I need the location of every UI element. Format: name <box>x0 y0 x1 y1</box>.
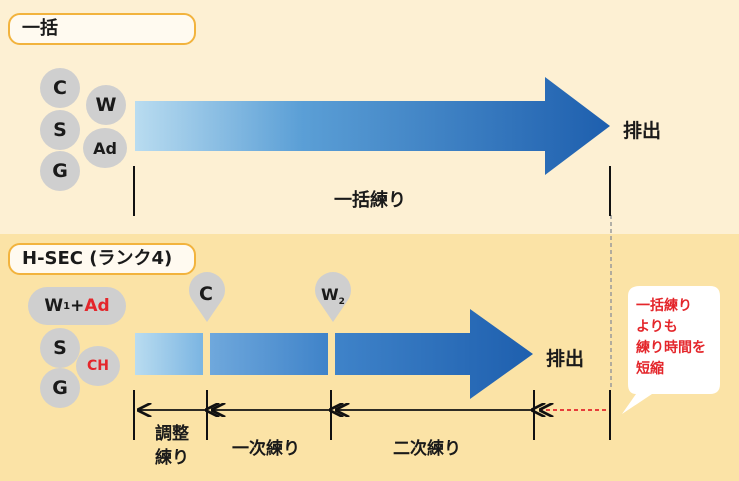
ingredient-s-circle-hsec: S <box>40 328 80 368</box>
add-w2-pin <box>315 272 351 322</box>
secondary-mix-label: 二次練り <box>393 439 461 459</box>
hsec-tag: H-SEC (ランク4) <box>8 243 196 275</box>
batch-tag-label: 一括 <box>22 18 58 39</box>
ingredient-w-circle: W <box>86 85 126 125</box>
ingredient-ad-circle: Ad <box>83 128 127 168</box>
primary-mix-segment <box>210 333 328 375</box>
add-w2-label: W2 <box>321 285 345 308</box>
batch-time-end-marker <box>609 390 611 440</box>
batch-mix-label: 一括練り <box>334 190 406 211</box>
ingredient-ch-circle: CH <box>76 346 120 386</box>
ingredient-g-circle: G <box>40 151 80 191</box>
ingredient-c-circle: C <box>40 68 80 108</box>
hsec-tag-label: H-SEC (ランク4) <box>22 248 173 269</box>
primary-end-marker <box>330 390 332 440</box>
adjust-end-marker <box>206 390 208 440</box>
batch-start-marker <box>133 166 135 216</box>
adjust-mix-label: 調整 練り <box>155 424 189 468</box>
add-c-pin <box>189 272 225 322</box>
adjust-mix-segment <box>135 333 203 375</box>
hsec-discharge-label: 排出 <box>546 348 585 370</box>
batch-tag: 一括 <box>8 13 196 45</box>
batch-discharge-label: 排出 <box>623 120 662 142</box>
batch-process-arrow <box>135 77 610 175</box>
callout-text: 一括練り よりも 練り時間を 短縮 <box>636 298 706 377</box>
ingredient-s-circle: S <box>40 110 80 150</box>
ingredient-g-circle-hsec: G <box>40 368 80 408</box>
batch-end-marker <box>609 166 611 216</box>
hsec-end-marker <box>533 390 535 440</box>
secondary-mix-arrow <box>335 309 533 399</box>
hsec-start-marker <box>133 390 135 440</box>
add-c-label: C <box>199 283 213 305</box>
time-reduction-callout <box>622 286 720 414</box>
primary-mix-label: 一次練り <box>232 439 300 459</box>
